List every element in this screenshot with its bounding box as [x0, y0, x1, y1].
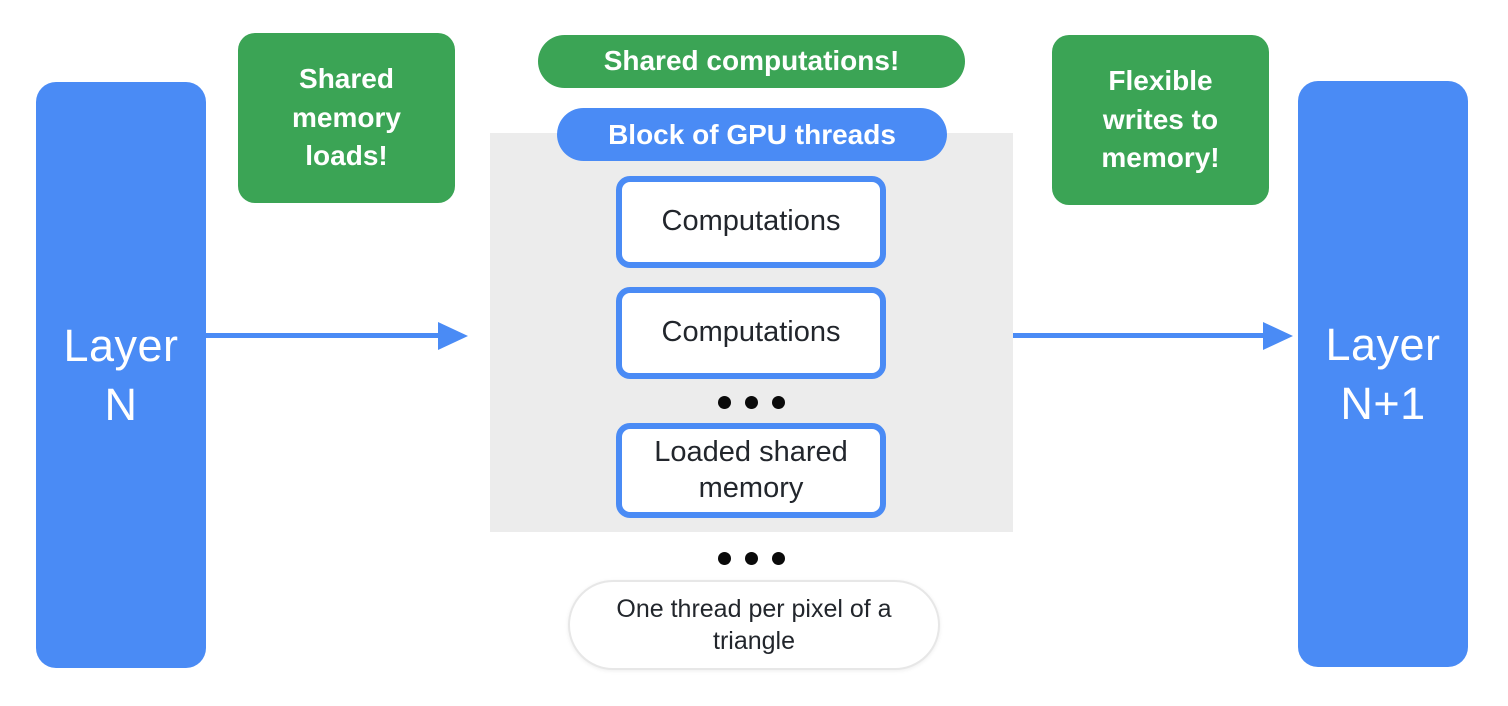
arrow-layer-n-to-block-head — [438, 322, 468, 350]
callout-flexible-writes: Flexible writes to memory! — [1052, 35, 1269, 205]
callout-shared-computations: Shared computations! — [538, 35, 965, 88]
layer-n1-box: Layer N+1 — [1298, 81, 1468, 667]
loaded-shared-memory-box: Loaded shared memory — [616, 423, 886, 518]
arrow-block-to-layer-n1-line — [1013, 333, 1265, 338]
layer-n1-label-line1: Layer — [1325, 318, 1441, 370]
dot — [745, 552, 758, 565]
arrow-layer-n-to-block-line — [206, 333, 440, 338]
footer-note-pill: One thread per pixel of a triangle — [568, 580, 940, 670]
layer-n-label-line1: Layer — [63, 319, 179, 371]
layer-n1-label-line2: N+1 — [1340, 378, 1426, 429]
computations-box-2: Computations — [616, 287, 886, 379]
gpu-threads-title-pill: Block of GPU threads — [557, 108, 947, 161]
callout-shared-memory-loads: Shared memory loads! — [238, 33, 455, 203]
dot — [718, 396, 731, 409]
dot — [718, 552, 731, 565]
dot — [772, 396, 785, 409]
ellipsis-dots-outer — [718, 552, 785, 565]
computations-box-1: Computations — [616, 176, 886, 268]
layer-n-label-line2: N — [104, 379, 138, 430]
dot — [772, 552, 785, 565]
arrow-block-to-layer-n1-head — [1263, 322, 1293, 350]
dot — [745, 396, 758, 409]
layer-n-box: Layer N — [36, 82, 206, 668]
ellipsis-dots-inner — [718, 396, 785, 409]
